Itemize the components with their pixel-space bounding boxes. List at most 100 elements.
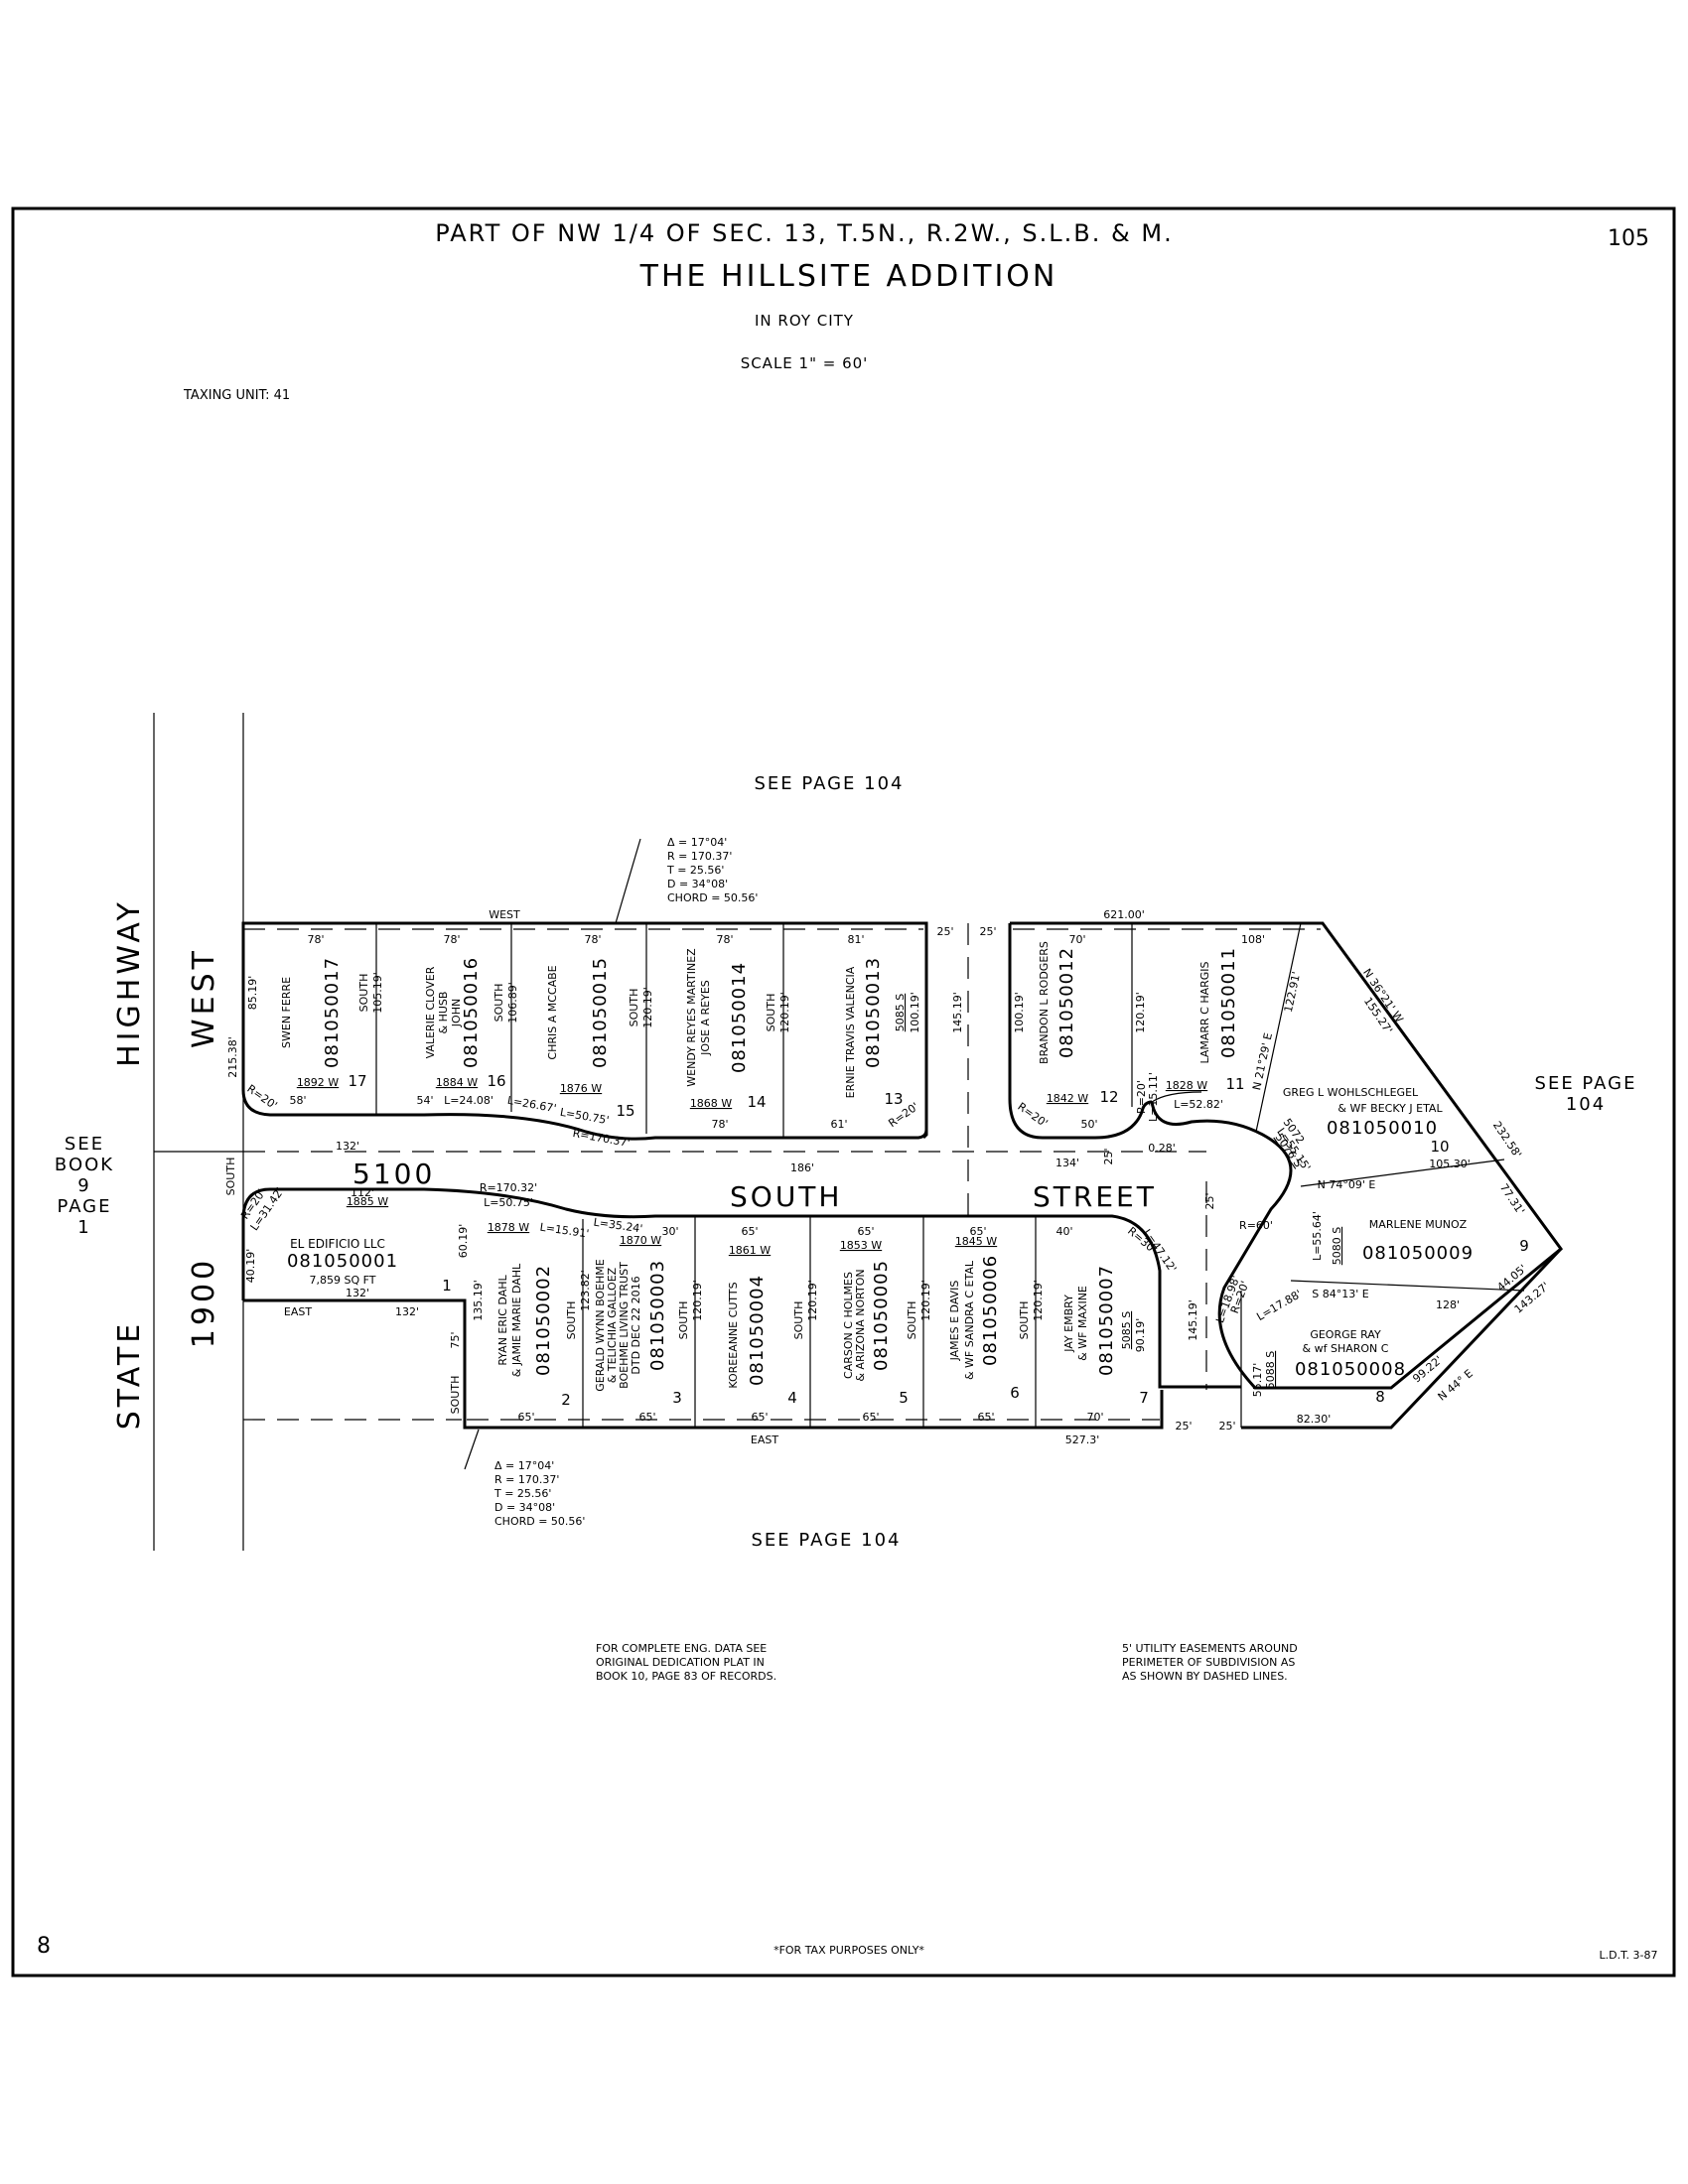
- curve-bottom-degree: D = 34°08': [494, 1501, 555, 1514]
- dim-label: 120.19': [806, 1280, 819, 1321]
- dim-label: 120.19': [641, 987, 654, 1028]
- lot-9: MARLENE MUNOZ 081050009 5080 S 9: [1331, 1218, 1529, 1265]
- parcel-number: 081050004: [747, 1275, 768, 1386]
- lot-owner: & ARIZONA NORTON: [854, 1269, 867, 1381]
- lot-address: 1885 W: [347, 1195, 388, 1208]
- dim-label: SOUTH: [449, 1376, 462, 1415]
- lot-owner: & WF MAXINE: [1076, 1286, 1089, 1361]
- lot-address: 1868 W: [690, 1097, 732, 1110]
- tax-note: *FOR TAX PURPOSES ONLY*: [774, 1944, 924, 1957]
- parcel-number: 081050005: [871, 1260, 892, 1371]
- see-book-left-5: 1: [77, 1217, 90, 1238]
- page-number: 105: [1608, 226, 1649, 251]
- curve-top-tangent: T = 25.56': [666, 864, 724, 877]
- lot-owner: MARLENE MUNOZ: [1369, 1218, 1468, 1231]
- dim-label: 78': [443, 933, 460, 946]
- see-page-top: SEE PAGE 104: [755, 773, 905, 794]
- lot-address: 1845 W: [955, 1235, 997, 1248]
- lot-number: 7: [1139, 1389, 1149, 1407]
- lot-15: CHRIS A MCCABE 081050015 1876 W 15: [546, 957, 635, 1120]
- dim-label: 65': [969, 1225, 986, 1238]
- lot-address: 1884 W: [436, 1076, 478, 1089]
- lot-line-9-8: [1290, 1280, 1525, 1292]
- dim-label: S 84°13' E: [1312, 1288, 1368, 1300]
- lot-address: 1892 W: [297, 1076, 339, 1089]
- lot-3: 1870 W GERALD WYNN BOEHME & TELICHIA GAL…: [594, 1234, 682, 1407]
- parcel-number: 081050017: [322, 957, 343, 1068]
- lot-owner: SWEN FERRE: [280, 977, 293, 1048]
- highway-label: HIGHWAY: [112, 898, 147, 1067]
- dim-label: 60.19': [457, 1224, 470, 1259]
- lot-number: 16: [487, 1072, 505, 1090]
- see-book-left-2: BOOK: [55, 1155, 114, 1175]
- dim-label: 100.19': [1013, 992, 1026, 1033]
- lot-address: 1828 W: [1166, 1079, 1207, 1092]
- dim-label: L=35.24': [593, 1216, 643, 1236]
- dim-label: 0.28': [1148, 1142, 1176, 1155]
- dim-label: 108': [1241, 933, 1265, 946]
- dim-label: 100.19': [909, 992, 921, 1033]
- lot-address: 5085 S: [1120, 1311, 1133, 1349]
- dim-label: 120.19': [919, 1280, 932, 1321]
- lot-2: 1878 W RYAN ERIC DAHL & JAMIE MARIE DAHL…: [488, 1221, 571, 1409]
- see-book-left-3: 9: [77, 1175, 90, 1196]
- south-block-street-edge: [241, 1187, 1241, 1389]
- northeast-block-outline: [1010, 921, 1564, 1390]
- lot-address: 5085 S: [894, 994, 907, 1031]
- lot-owner: RYAN ERIC DAHL: [496, 1274, 509, 1365]
- dim-label: 40': [1055, 1225, 1072, 1238]
- lot-owner: GEORGE RAY: [1310, 1328, 1381, 1341]
- dim-label: 65': [857, 1225, 874, 1238]
- lot-number: 2: [561, 1391, 571, 1409]
- plat-scale: SCALE 1" = 60': [741, 354, 869, 372]
- see-page-bottom: SEE PAGE 104: [752, 1530, 902, 1551]
- plat-city: IN ROY CITY: [755, 312, 854, 330]
- dim-label: L=50.75': [484, 1196, 533, 1209]
- lot-address: 1861 W: [729, 1244, 771, 1257]
- parcel-number: 081050006: [980, 1255, 1001, 1366]
- dim-label: R=170.32': [480, 1181, 537, 1194]
- dim-label: 70': [1086, 1411, 1103, 1424]
- lot-number: 4: [787, 1389, 797, 1407]
- dim-label: L=17.88': [1254, 1288, 1304, 1323]
- lot-address: 5080 S: [1331, 1227, 1343, 1265]
- lot-owner: JOHN: [450, 999, 463, 1027]
- lot-number: 9: [1519, 1237, 1529, 1255]
- dim-label: 134': [1055, 1157, 1079, 1169]
- lot-area: 7,859 SQ FT: [310, 1274, 376, 1287]
- lot-owner: LAMARR C HARGIS: [1198, 961, 1211, 1063]
- dim-label: 25': [1203, 1192, 1216, 1209]
- taxing-unit: TAXING UNIT: 41: [183, 388, 290, 403]
- lot-7: JAY EMBRY & WF MAXINE 081050007 5085 S 7: [1062, 1265, 1149, 1407]
- lot-number: 11: [1225, 1075, 1244, 1093]
- dim-label: 81': [847, 933, 864, 946]
- dim-label: L=24.08': [444, 1094, 493, 1107]
- lot-owner: VALERIE CLOVER: [424, 966, 437, 1058]
- dim-label: 106.89': [506, 982, 519, 1024]
- dim-label: SOUTH: [906, 1301, 918, 1340]
- dim-label: N 44° E: [1436, 1367, 1476, 1404]
- lot-8: GEORGE RAY & wf SHARON C 081050008 5088 …: [1264, 1328, 1405, 1406]
- south-east-block-outline: [1241, 1247, 1563, 1430]
- parcel-number: 081050001: [287, 1251, 398, 1272]
- dim-label: 105.30': [1429, 1158, 1471, 1170]
- dim-label: 25': [1218, 1420, 1235, 1433]
- lot-number: 8: [1375, 1388, 1385, 1406]
- dim-label: 65': [977, 1411, 994, 1424]
- lot-owner: & WF BECKY J ETAL: [1337, 1102, 1443, 1115]
- lot-number: 13: [884, 1090, 903, 1108]
- dim-label: 132': [336, 1140, 359, 1153]
- lot-number: 5: [899, 1389, 909, 1407]
- curve-top-delta: Δ = 17°04': [667, 836, 727, 849]
- dim-label: 145.19': [1187, 1299, 1199, 1341]
- dim-label: L=50.75': [559, 1106, 610, 1127]
- dim-label: WEST: [489, 908, 520, 921]
- curve-leader-top: [615, 838, 641, 924]
- lot-owner: ERNIE TRAVIS VALENCIA: [844, 966, 857, 1098]
- lot-owner: CHRIS A MCCABE: [546, 965, 559, 1059]
- easement-note-1: 5' UTILITY EASEMENTS AROUND: [1122, 1642, 1298, 1655]
- dim-label: SOUTH: [765, 994, 777, 1032]
- dim-label: SOUTH: [357, 974, 370, 1013]
- dim-label: L=15.11': [1147, 1072, 1160, 1122]
- dim-label: 58': [289, 1094, 306, 1107]
